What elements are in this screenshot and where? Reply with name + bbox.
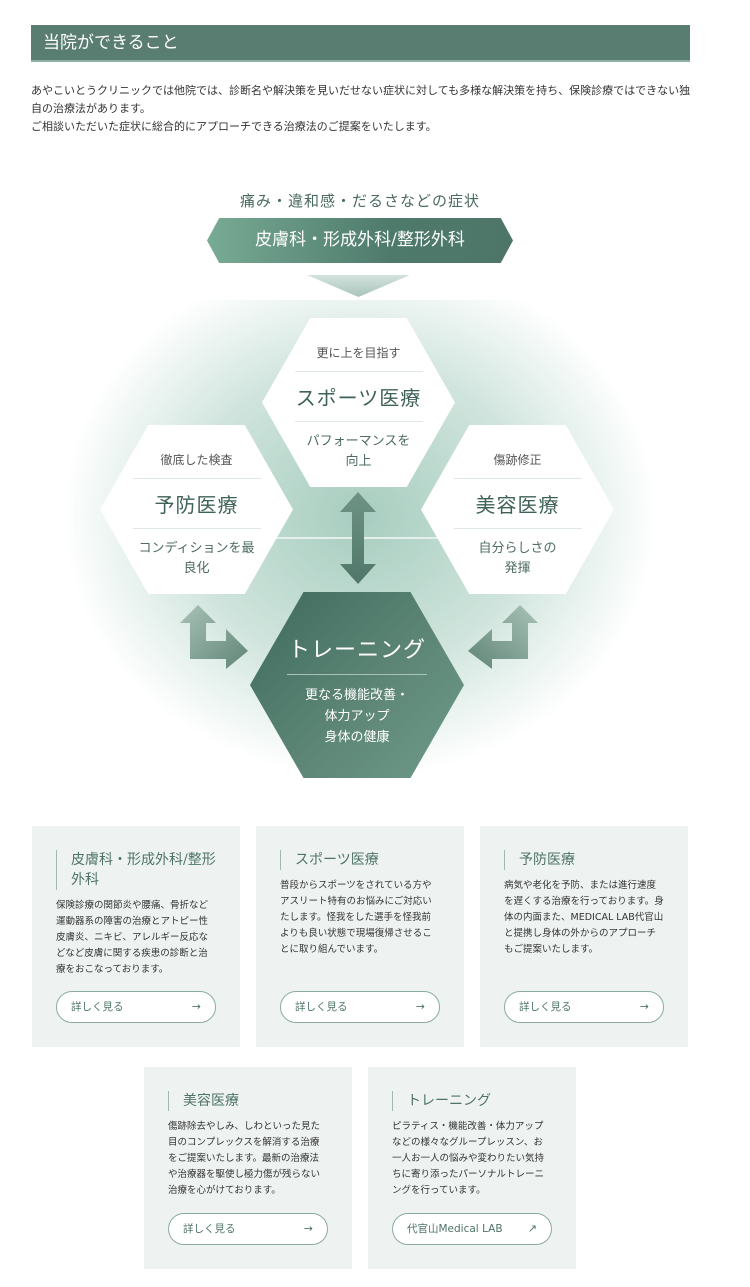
symptoms-label: 痛み・違和感・だるさなどの症状 <box>239 192 480 210</box>
intro-text: あやこいとうクリニックでは他院では、診断名や解決策を見いだせない症状に対しても多… <box>31 84 691 133</box>
card-dermatology: 皮膚科・形成外科/整形外科 保険診療の関節炎や腰痛、骨折など運動器系の障害の治療… <box>32 826 240 1047</box>
card-sports: スポーツ医療 普段からスポーツをされている方やアスリート特有のお悩みにご対応いた… <box>256 826 464 1047</box>
external-link-icon: ↗ <box>527 1222 537 1235</box>
arrow-right-icon: → <box>191 1000 201 1013</box>
medical-lab-link[interactable]: 代官山Medical LAB↗ <box>392 1213 552 1245</box>
details-button[interactable]: 詳しく見る→ <box>56 991 216 1023</box>
hex-prevent: 徹底した検査 予防医療 コンディションを最良化 <box>100 425 293 594</box>
details-button[interactable]: 詳しく見る→ <box>504 991 664 1023</box>
details-button[interactable]: 詳しく見る→ <box>168 1213 328 1245</box>
arrow-right-icon: → <box>639 1000 649 1013</box>
card-training: トレーニング ピラティス・機能改善・体力アップなどの様々なグループレッスン、お一… <box>368 1067 576 1269</box>
department-banner: 皮膚科・形成外科/整形外科 <box>207 218 513 263</box>
card-beauty: 美容医療 傷跡除去やしみ、しわといった見た目のコンプレックスを解消する治療をご提… <box>144 1067 352 1269</box>
vertical-double-arrow-icon <box>340 492 376 584</box>
details-button[interactable]: 詳しく見る→ <box>280 991 440 1023</box>
bent-arrow-left-icon <box>180 605 248 669</box>
card-prevent: 予防医療 病気や老化を予防、または進行速度を遅くする治療を行っております。身体の… <box>480 826 688 1047</box>
down-arrow-icon <box>307 275 410 297</box>
arrow-right-icon: → <box>415 1000 425 1013</box>
arrow-right-icon: → <box>303 1222 313 1235</box>
section-heading: 当院ができること <box>31 25 690 62</box>
bent-arrow-right-icon <box>468 605 538 669</box>
